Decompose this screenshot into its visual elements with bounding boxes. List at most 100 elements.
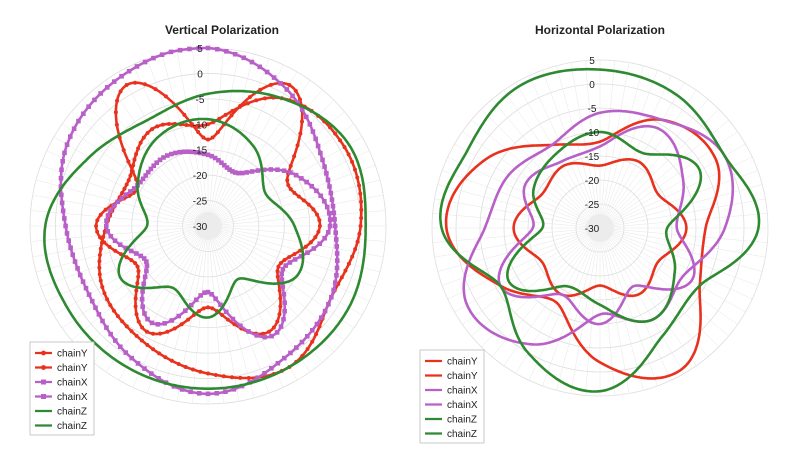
data-point-marker bbox=[221, 162, 227, 168]
data-point-marker bbox=[107, 244, 112, 249]
data-point-marker bbox=[161, 155, 166, 160]
data-point-marker bbox=[190, 367, 195, 372]
data-point-marker bbox=[189, 149, 195, 155]
legend-label: chainZ bbox=[57, 407, 87, 418]
data-point-marker bbox=[322, 198, 327, 204]
data-point-marker bbox=[122, 186, 127, 191]
data-point-marker bbox=[134, 333, 139, 338]
data-point-marker bbox=[93, 305, 98, 311]
grid-spoke bbox=[146, 225, 209, 394]
data-point-marker bbox=[288, 163, 293, 168]
data-point-marker bbox=[59, 192, 64, 198]
data-point-marker bbox=[63, 223, 68, 229]
radial-tick-labels: 50-5-10-15-20-25-30 bbox=[193, 44, 208, 233]
data-point-marker bbox=[277, 288, 282, 293]
data-point-marker bbox=[205, 391, 211, 397]
data-point-marker bbox=[240, 170, 245, 176]
data-point-marker bbox=[215, 130, 220, 135]
data-point-marker bbox=[108, 233, 114, 239]
data-point-marker bbox=[99, 240, 104, 245]
grid-spoke bbox=[599, 70, 658, 229]
data-point-marker bbox=[318, 315, 324, 320]
series-line-chainZ bbox=[506, 130, 703, 323]
data-point-marker bbox=[121, 148, 126, 153]
data-point-marker bbox=[129, 258, 134, 263]
data-point-marker bbox=[135, 281, 140, 286]
data-point-marker bbox=[128, 189, 133, 194]
grid-spoke bbox=[542, 227, 601, 386]
grid-spoke bbox=[434, 227, 601, 258]
data-point-marker bbox=[310, 129, 316, 134]
grid-spoke bbox=[207, 225, 270, 394]
data-point-marker bbox=[310, 339, 315, 344]
data-point-marker bbox=[246, 375, 251, 380]
data-point-marker bbox=[262, 334, 267, 340]
grid-spoke bbox=[207, 54, 255, 227]
data-point-marker bbox=[322, 164, 327, 169]
data-point-marker bbox=[138, 253, 144, 259]
data-point-marker bbox=[120, 319, 125, 324]
data-point-marker bbox=[151, 55, 156, 61]
data-point-marker bbox=[86, 292, 92, 297]
data-point-marker bbox=[119, 195, 125, 201]
data-point-marker bbox=[182, 112, 187, 117]
data-point-marker bbox=[342, 145, 347, 150]
grid-spoke bbox=[161, 54, 209, 227]
data-point-marker bbox=[209, 291, 214, 297]
data-point-marker bbox=[94, 224, 99, 228]
data-point-marker bbox=[58, 175, 64, 181]
data-point-marker bbox=[124, 182, 129, 187]
series-group bbox=[43, 45, 367, 397]
data-point-marker bbox=[278, 81, 283, 86]
data-point-marker bbox=[237, 104, 242, 109]
data-point-marker bbox=[358, 191, 363, 196]
data-point-marker bbox=[144, 268, 149, 274]
data-point-marker bbox=[326, 210, 332, 216]
legend-marker bbox=[41, 365, 46, 370]
radial-tick-label: -15 bbox=[585, 152, 600, 163]
grid-spoke bbox=[599, 227, 763, 272]
data-point-marker bbox=[196, 45, 201, 51]
chart-title: Horizontal Polarization bbox=[535, 23, 665, 37]
data-point-marker bbox=[194, 297, 199, 303]
data-point-marker bbox=[157, 157, 163, 163]
data-point-marker bbox=[136, 319, 141, 324]
vertical-polarization-chart: Vertical Polarization 50-5-10-15-20-25-3… bbox=[29, 23, 387, 436]
data-point-marker bbox=[229, 113, 234, 118]
grid-spoke bbox=[528, 227, 601, 381]
horizontal-polarization-chart: Horizontal Polarization 50-5-10-15-20-25… bbox=[419, 23, 769, 444]
data-point-marker bbox=[112, 338, 118, 343]
data-point-marker bbox=[232, 170, 238, 175]
data-point-marker bbox=[163, 94, 168, 99]
data-point-marker bbox=[315, 143, 321, 149]
data-point-marker bbox=[206, 137, 210, 142]
data-point-marker bbox=[205, 45, 211, 51]
grid-spoke bbox=[442, 227, 601, 286]
data-point-marker bbox=[108, 208, 113, 213]
data-point-marker bbox=[232, 51, 238, 57]
data-point-marker bbox=[350, 254, 355, 259]
legend-label: chainY bbox=[447, 371, 478, 382]
radial-tick-label: -30 bbox=[193, 222, 208, 233]
data-point-marker bbox=[290, 93, 295, 99]
data-point-marker bbox=[343, 268, 348, 273]
data-point-marker bbox=[144, 329, 149, 334]
data-point-marker bbox=[299, 339, 305, 345]
data-point-marker bbox=[115, 98, 120, 103]
data-point-marker bbox=[119, 73, 124, 79]
legend-box bbox=[29, 341, 95, 436]
data-point-marker bbox=[136, 146, 141, 151]
data-point-marker bbox=[136, 269, 141, 274]
radial-tick-label: -10 bbox=[585, 128, 600, 139]
grid-spoke bbox=[81, 99, 209, 227]
data-point-marker bbox=[258, 87, 263, 92]
data-point-marker bbox=[86, 104, 91, 109]
grid-spoke bbox=[30, 225, 209, 242]
data-point-marker bbox=[277, 312, 282, 317]
data-point-marker bbox=[160, 122, 165, 127]
data-point-marker bbox=[145, 316, 150, 322]
grid-spoke bbox=[207, 136, 363, 227]
data-point-marker bbox=[100, 318, 105, 324]
data-point-marker bbox=[187, 46, 192, 52]
